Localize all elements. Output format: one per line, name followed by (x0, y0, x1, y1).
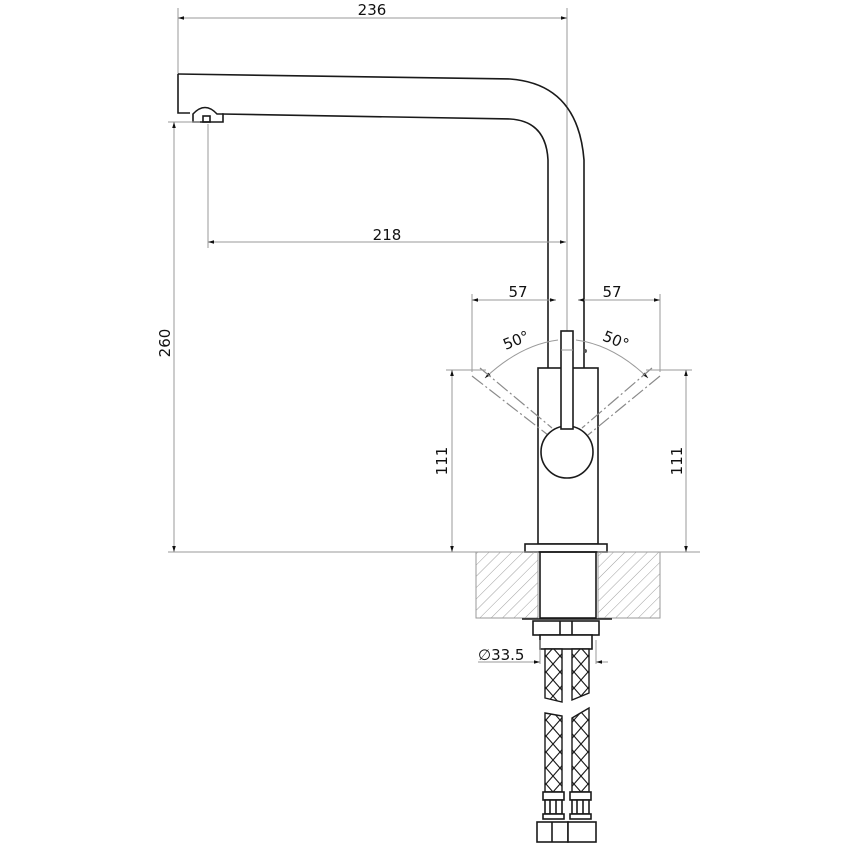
dimension-overall-height: 260 (156, 121, 200, 552)
threaded-shank (539, 551, 597, 619)
aerator (192, 106, 224, 123)
lever-handle (540, 330, 594, 479)
hose-connector-left (536, 791, 569, 843)
dimension-body-height-right: 111 (646, 369, 692, 552)
dim-label-50-right: 50° (600, 327, 631, 354)
dimension-body-height-left: 111 (433, 369, 486, 552)
dim-label-111-right: 111 (668, 447, 686, 476)
dimension-lever-offsets: 57 57 (471, 220, 661, 372)
dimension-overall-reach: 236 (177, 1, 568, 220)
dim-label-236: 236 (358, 1, 387, 19)
worktop-section (475, 551, 661, 619)
dimension-spout-reach: 218 (207, 124, 566, 248)
lever-ghost-positions (471, 367, 661, 436)
dim-label-57-left: 57 (508, 283, 527, 301)
dim-label-50-left: 50° (500, 327, 531, 354)
dim-label-260: 260 (156, 329, 174, 358)
hose-connector-right (567, 791, 597, 843)
flexible-hose-left (544, 648, 563, 793)
base-flange (524, 543, 608, 553)
spout (177, 73, 585, 370)
dim-label-218: 218 (373, 226, 402, 244)
dim-label-57-right: 57 (602, 283, 621, 301)
dim-label-diameter: ∅33.5 (478, 646, 524, 664)
mounting-nut (522, 618, 612, 650)
flexible-hose-right (571, 648, 590, 793)
dim-label-111-left: 111 (433, 447, 451, 476)
dimension-mounting-hole: ∅33.5 (478, 640, 608, 664)
